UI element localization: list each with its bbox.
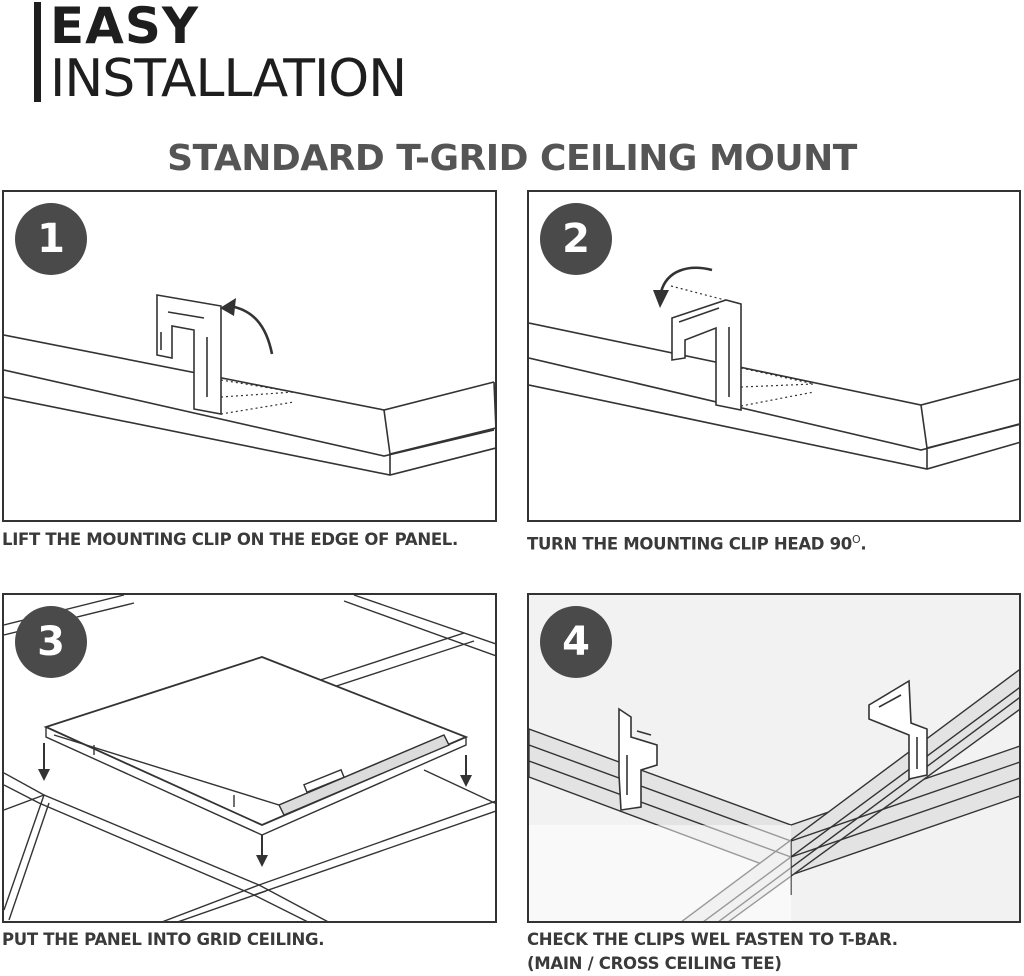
page-subtitle: STANDARD T-GRID CEILING MOUNT	[0, 138, 1024, 179]
step-2-caption-end: .	[860, 535, 866, 554]
step-2-panel: 2	[527, 190, 1021, 522]
step-2-badge: 2	[540, 203, 612, 275]
step-1-caption: LIFT THE MOUNTING CLIP ON THE EDGE OF PA…	[2, 528, 462, 552]
step-4-badge: 4	[540, 606, 612, 678]
step-1-badge: 1	[15, 203, 87, 275]
brand-title-easy: EASY	[50, 0, 199, 54]
step-3-panel: 3	[2, 593, 497, 923]
step-3-badge: 3	[15, 606, 87, 678]
step-3-caption: PUT THE PANEL INTO GRID CEILING.	[2, 928, 482, 952]
brand-title-installation: INSTALLATION	[50, 50, 406, 108]
step-4-caption: CHECK THE CLIPS WEL FASTEN TO T-BAR. (MA…	[527, 928, 1017, 976]
brand-accent-bar	[34, 2, 41, 102]
step-4-caption-line-1: CHECK THE CLIPS WEL FASTEN TO T-BAR.	[527, 928, 1017, 952]
step-2-caption-text: TURN THE MOUNTING CLIP HEAD 90	[527, 535, 852, 554]
step-2-caption: TURN THE MOUNTING CLIP HEAD 90O.	[527, 528, 1017, 557]
step-4-panel: 4	[527, 593, 1021, 923]
step-1-panel: 1	[2, 190, 497, 522]
step-4-caption-line-2: (MAIN / CROSS CEILING TEE)	[527, 952, 1017, 976]
